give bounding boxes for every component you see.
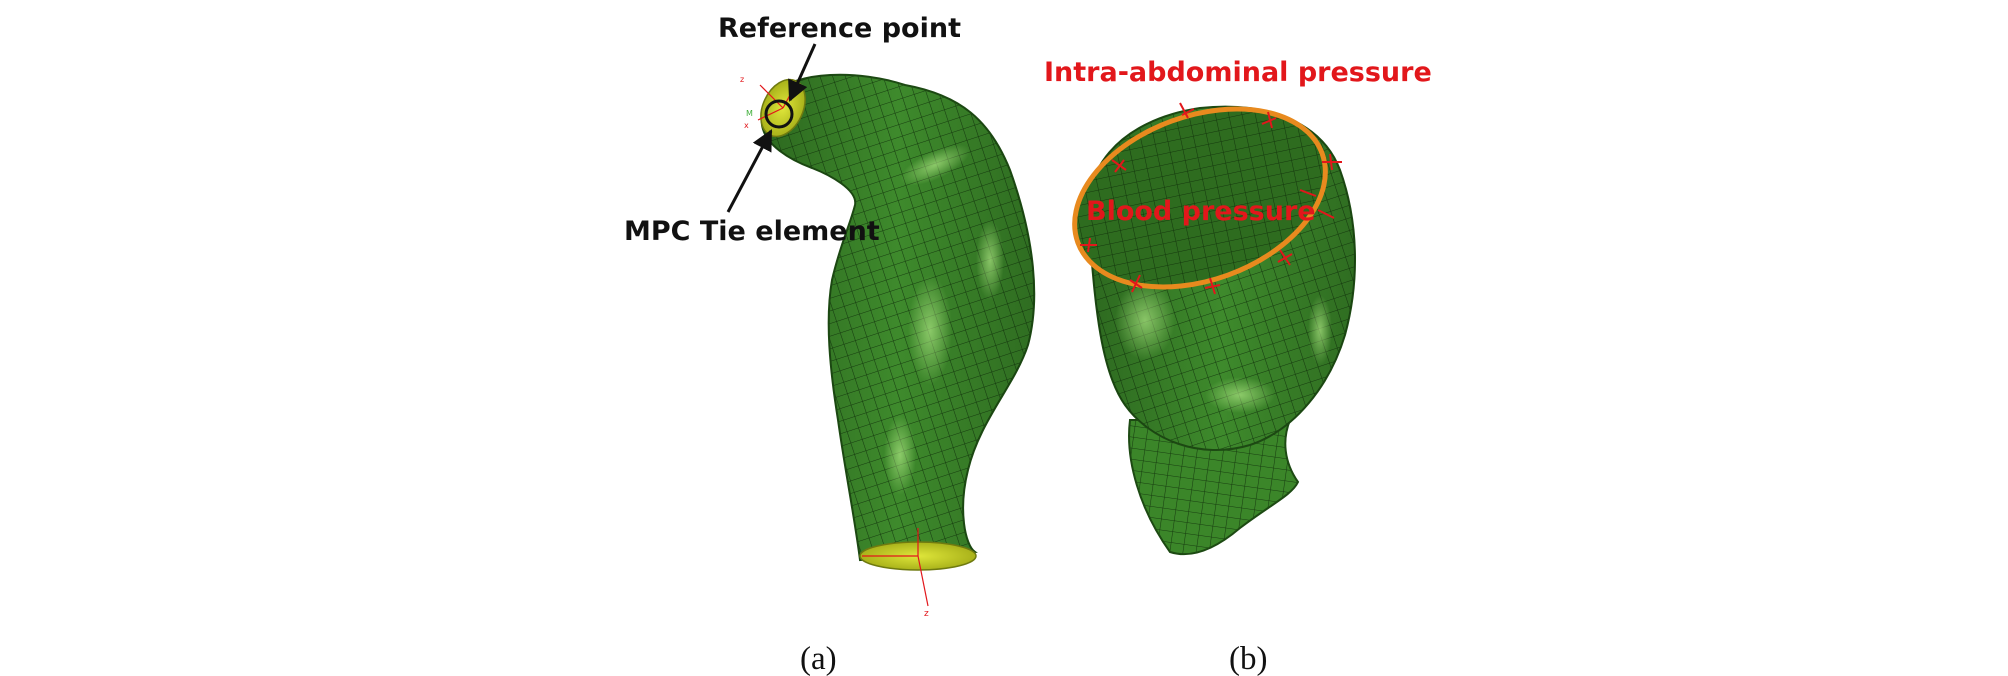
- top-cap-axis-glyph-green: M: [746, 109, 753, 118]
- caption-a: (a): [800, 641, 837, 676]
- top-cap-axis-glyphs: z x: [740, 75, 749, 130]
- reference-point-label: Reference point: [718, 13, 961, 44]
- highlight-b1: [1115, 280, 1175, 360]
- blood-pressure-label: Blood pressure: [1086, 196, 1316, 227]
- mpc-tie-label: MPC Tie element: [624, 216, 880, 247]
- bottom-cap-axes: [862, 528, 929, 607]
- bottom-cap-axis-glyph: z: [924, 609, 929, 619]
- highlight-a2: [908, 275, 952, 385]
- vessel-neck-b: [1128, 419, 1300, 556]
- panel-a: z x M z Reference point MPC Tie element …: [624, 13, 1036, 676]
- highlight-a3: [884, 415, 916, 495]
- rim-edge-b: [1072, 106, 1328, 290]
- panel-b: Intra-abdominal pressure Blood pressure …: [1044, 57, 1432, 676]
- rim-pressure-arrows: [1080, 102, 1342, 295]
- reference-point-arrow: [788, 43, 817, 102]
- highlight-b3: [1308, 295, 1332, 365]
- svg-text:z: z: [740, 75, 744, 84]
- highlight-b2: [1205, 377, 1275, 413]
- highlight-a1: [900, 144, 970, 186]
- intra-abdominal-pressure-label: Intra-abdominal pressure: [1044, 57, 1432, 88]
- mpc-tie-arrow: [726, 129, 773, 213]
- svg-text:x: x: [744, 121, 749, 130]
- reference-point-marker: [764, 99, 794, 129]
- highlight-a4: [976, 220, 1004, 300]
- vessel-opening-b: [1074, 109, 1326, 287]
- caption-b: (b): [1229, 641, 1267, 676]
